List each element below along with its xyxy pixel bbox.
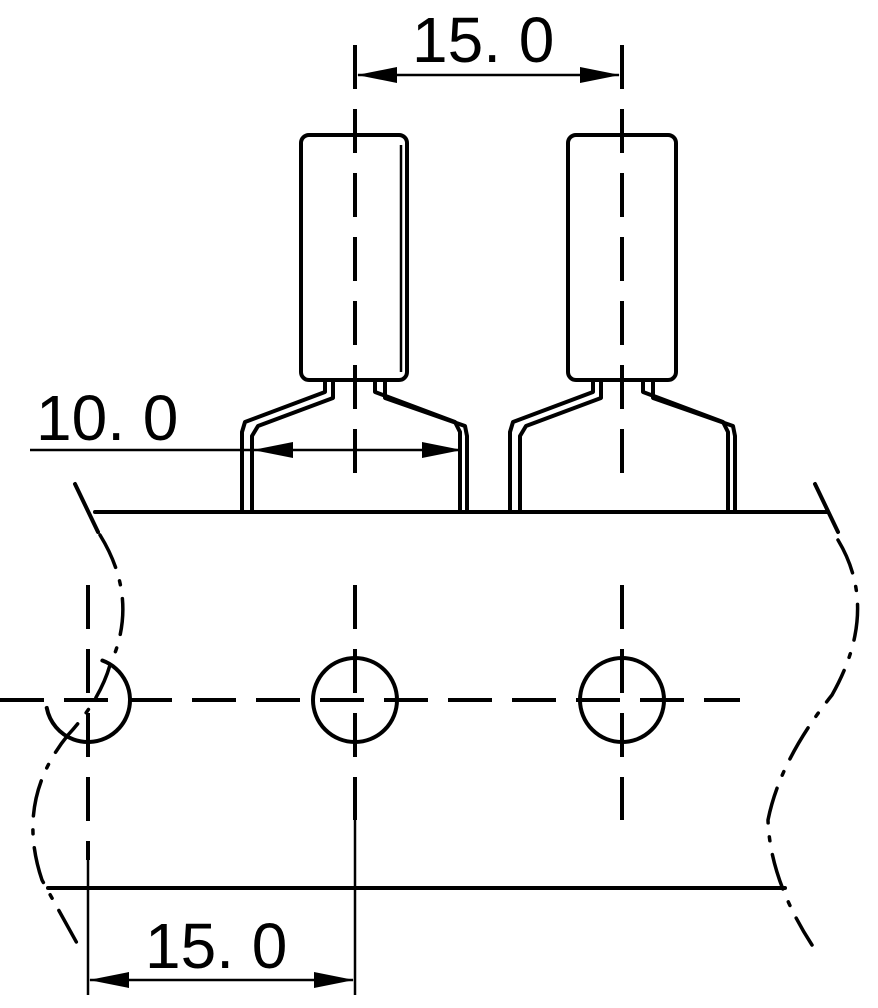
tape-break-top-left (73, 482, 100, 534)
lead-right-b-inner (651, 378, 737, 514)
dim-label-bottom-pitch: 15. 0 (145, 910, 287, 982)
lead-left-a (240, 378, 327, 514)
lead-right-a-inner (518, 378, 603, 514)
arrowhead-lead-right (422, 442, 462, 458)
arrowhead-top-right (580, 67, 620, 83)
dimension-bottom-pitch: 15. 0 (86, 820, 357, 995)
dimension-lead-span: 10. 0 (30, 382, 462, 458)
center-lines (0, 45, 740, 860)
dim-label-top-pitch: 15. 0 (412, 4, 554, 76)
arrowhead-bottom-left (89, 972, 129, 988)
tape-break-right (766, 538, 860, 947)
tape-break-left (31, 533, 125, 947)
component-right (508, 133, 737, 514)
dim-label-lead-span: 10. 0 (36, 382, 178, 454)
lead-left-b-inner (383, 378, 469, 514)
dimension-top-pitch: 15. 0 (357, 4, 620, 83)
arrowhead-bottom-right (314, 972, 354, 988)
carrier-tape (31, 482, 860, 947)
sprocket-hole-left (44, 656, 132, 744)
arrowhead-top-left (357, 67, 397, 83)
tape-break-top-right (813, 482, 840, 534)
arrowhead-lead-left (253, 442, 293, 458)
lead-right-a (508, 378, 595, 514)
lead-left-a-inner (250, 378, 335, 514)
